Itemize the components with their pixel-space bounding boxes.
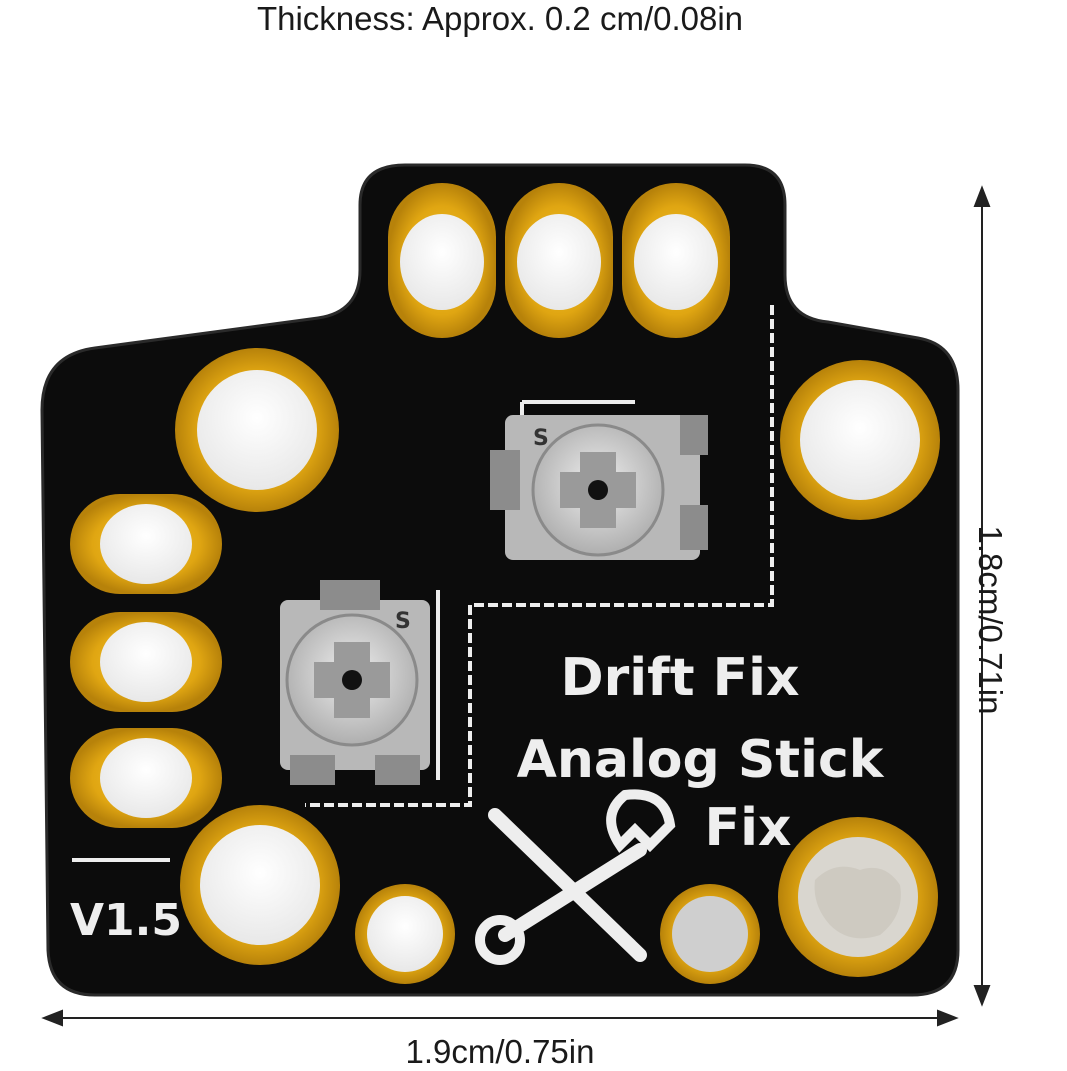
trim-potentiometer-1: S bbox=[490, 415, 708, 560]
small-pad-bottom-right bbox=[660, 884, 760, 984]
left-pad-3 bbox=[70, 728, 222, 828]
pcb-edge bbox=[40, 163, 960, 997]
top-pad-1 bbox=[388, 183, 496, 338]
trim-potentiometer-2: S bbox=[280, 580, 430, 785]
silkscreen-divider bbox=[305, 305, 774, 807]
mount-pad-bottom-left bbox=[180, 805, 340, 965]
pot2-s-mark: S bbox=[395, 609, 411, 634]
silkscreen-fix: Fix bbox=[705, 798, 792, 858]
small-pad-bottom-middle bbox=[355, 884, 455, 984]
width-caption: 1.9cm/0.75in bbox=[405, 1033, 595, 1070]
silkscreen-drift-fix: Drift Fix bbox=[560, 648, 799, 708]
silkscreen-analog-stick: Analog Stick bbox=[517, 730, 885, 790]
left-pad-1 bbox=[70, 494, 222, 594]
wrench-screwdriver-icon bbox=[475, 789, 676, 965]
silkscreen-version: V1.5 bbox=[70, 895, 182, 946]
mount-pad-right bbox=[780, 360, 940, 520]
thickness-caption: Thickness: Approx. 0.2 cm/0.08in bbox=[256, 0, 744, 37]
top-pad-2 bbox=[505, 183, 613, 338]
height-caption: 1.8cm/0.71in bbox=[972, 525, 1009, 715]
width-dimension-arrow bbox=[41, 1009, 959, 1027]
top-pad-3 bbox=[622, 183, 730, 338]
height-dimension-arrow bbox=[973, 185, 991, 1007]
left-pad-2 bbox=[70, 612, 222, 712]
mount-pad-top-left bbox=[175, 348, 339, 512]
pot1-s-mark: S bbox=[533, 426, 549, 451]
mount-pad-bottom-right bbox=[778, 817, 938, 977]
